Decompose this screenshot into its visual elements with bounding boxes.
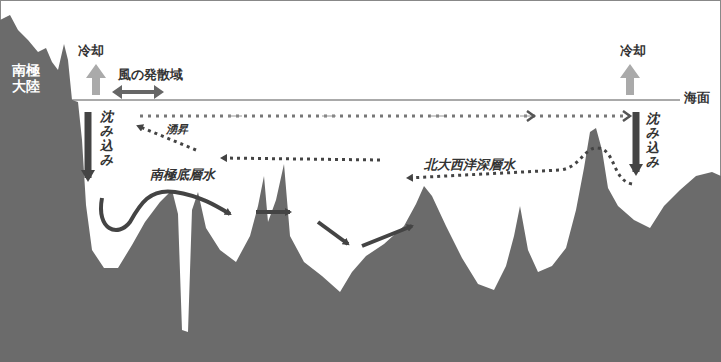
deep-water-arrow [222, 158, 380, 160]
sinking-arrow [633, 112, 640, 172]
seafloor-and-continent [0, 15, 721, 362]
surface-chevrons [228, 116, 534, 117]
bottom-water-arrow [362, 226, 412, 246]
cooling-label: 冷却 [620, 44, 646, 59]
bottom-water-arrow [318, 222, 348, 244]
deep-water-arrow [408, 148, 632, 184]
continent-label: 南極 大陸 [12, 62, 42, 94]
wind-divergence-arrow [118, 90, 158, 94]
wind-divergence-arrow [112, 85, 164, 99]
region-label: 風の発散域 [118, 68, 183, 83]
water-mass-label: 北大西洋深層水 [424, 158, 515, 173]
cooling-arrow [86, 64, 106, 95]
water-mass-label: 南極底層水 [150, 168, 215, 183]
sea-surface [72, 100, 680, 101]
upwelling-label: 湧昇 [166, 124, 188, 137]
sinking-label: 沈み込み [646, 112, 659, 169]
sinking-arrow [85, 112, 92, 178]
sinking-label: 沈み込み [100, 110, 113, 167]
bottom-water-arrow [101, 191, 230, 230]
bottom-water-arrow [256, 210, 290, 214]
sea-surface-label: 海面 [684, 91, 710, 106]
cooling-arrow [620, 64, 640, 95]
surface-flow [140, 115, 630, 118]
cooling-label: 冷却 [78, 44, 104, 59]
